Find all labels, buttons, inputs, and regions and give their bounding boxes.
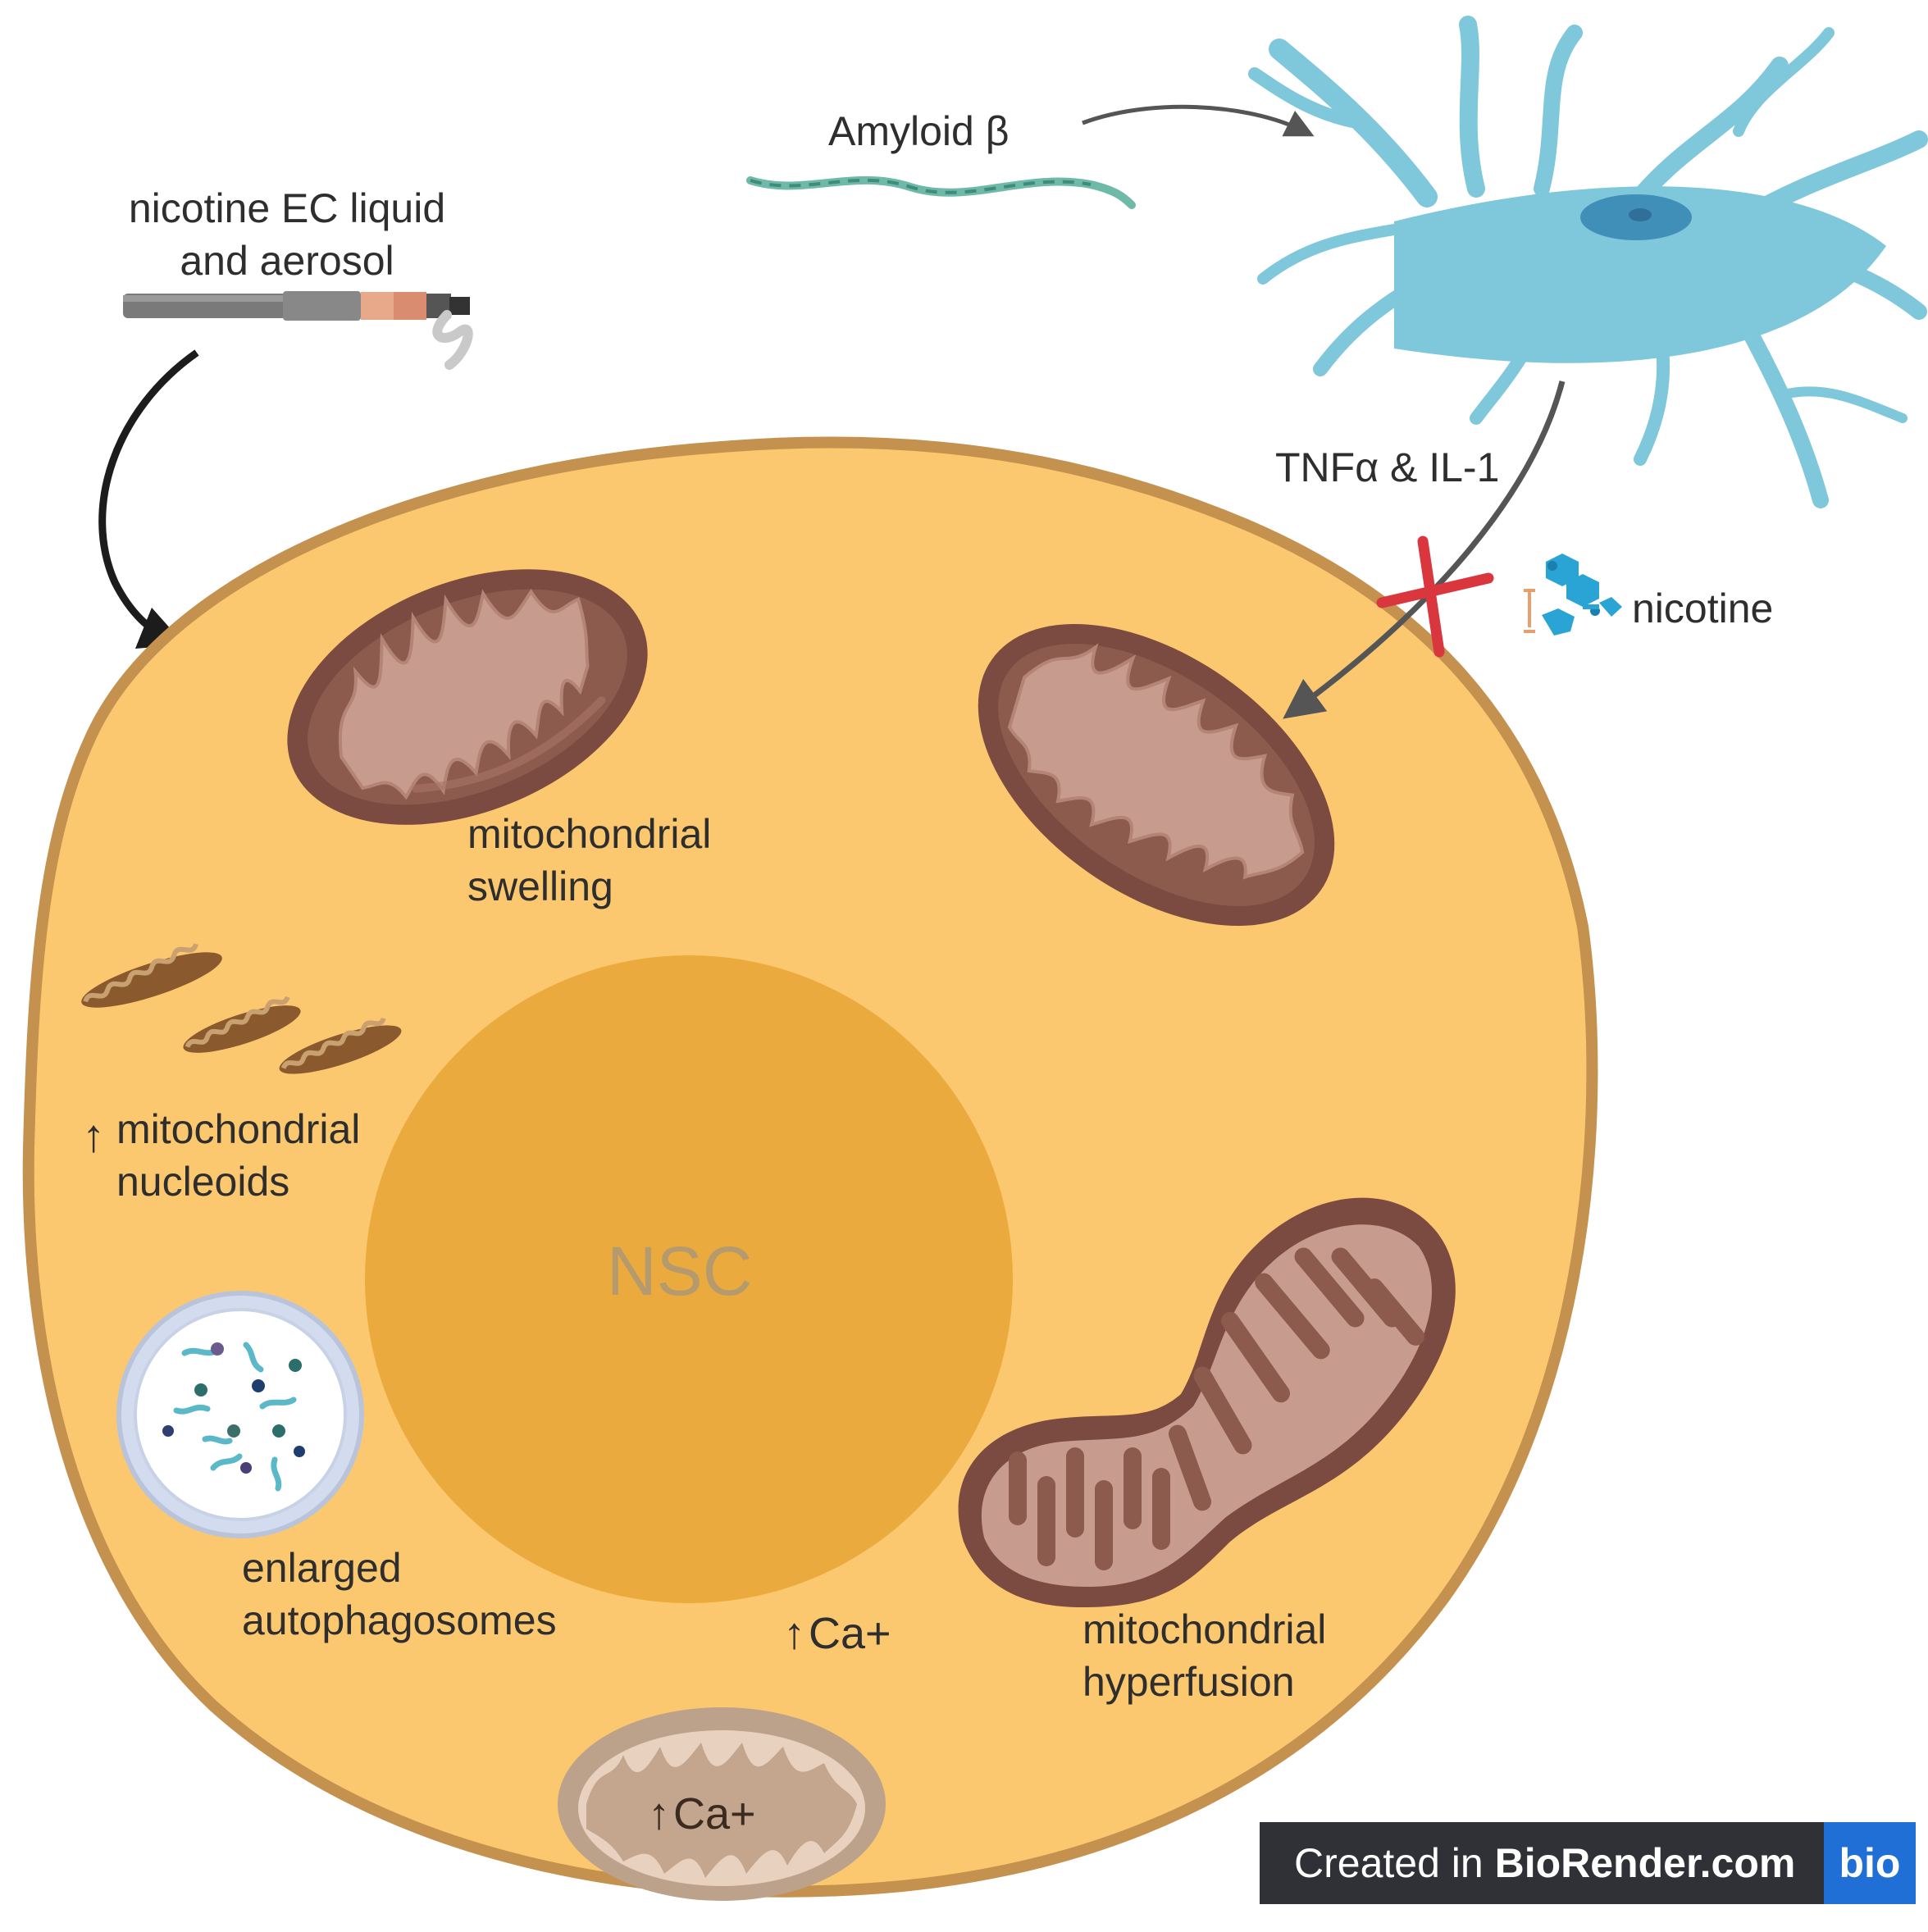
mito-calcium-label: ↑Ca+ [648, 1788, 756, 1840]
nucleoids-label-line1: mitochondrial [116, 1106, 361, 1152]
swelling-label-line2: swelling [467, 863, 613, 909]
up-arrow-icon: ↑ [783, 1609, 805, 1658]
nucleoids-label: ↑ mitochondrial nucleoids [82, 1103, 360, 1208]
nsc-nucleus [365, 955, 1013, 1603]
e-cigarette-icon [123, 291, 473, 370]
nucleoids-label-line2: nucleoids [116, 1159, 290, 1205]
amyloid-fiber-icon [746, 175, 1136, 209]
mitochondrion-hyperfusion [958, 1197, 1456, 1607]
amyloid-arrow [1082, 104, 1315, 137]
autophagosome-icon [116, 1291, 364, 1538]
tnf-arrow [1283, 380, 1566, 719]
hyperfusion-label: mitochondrial hyperfusion [1083, 1603, 1326, 1708]
swelling-label: mitochondrial swelling [467, 808, 711, 913]
tnf-label: TNFα & IL-1 [1275, 444, 1500, 490]
ec-arrow [98, 349, 199, 649]
hyperfusion-label-line2: hyperfusion [1083, 1659, 1295, 1705]
hyperfusion-label-line1: mitochondrial [1083, 1606, 1327, 1652]
ec-label-line2: and aerosol [180, 238, 394, 284]
nucleoid-icon [81, 942, 402, 1074]
nsc-label: NSC [607, 1233, 753, 1310]
up-arrow-icon: ↑ [648, 1789, 670, 1839]
autophagosome-label: enlarged autophagosomes [242, 1542, 557, 1647]
mitochondrion-right [978, 624, 1335, 926]
inhibition-x-icon [1376, 535, 1494, 658]
biorender-logo-icon: bio [1824, 1822, 1916, 1904]
up-arrow-icon: ↑ [82, 1110, 105, 1161]
amyloid-fiber-stripe [750, 178, 1092, 194]
ec-label: nicotine EC liquid and aerosol [107, 182, 467, 287]
biorender-badge[interactable]: Created in BioRender.com bio [1260, 1822, 1916, 1904]
mitochondrion-bottom [558, 1707, 886, 1901]
badge-prefix: Created in [1294, 1840, 1495, 1886]
calcium-label-text: Ca+ [809, 1609, 891, 1658]
autophagosome-label-line2: autophagosomes [242, 1597, 557, 1643]
neuron-icon [1248, 16, 1928, 508]
mitochondrion-swelling [287, 569, 648, 825]
ec-label-line1: nicotine EC liquid [128, 185, 446, 231]
swelling-label-line1: mitochondrial [467, 811, 712, 857]
badge-brand: BioRender.com [1494, 1840, 1796, 1886]
nicotine-molecule-icon [1524, 554, 1622, 636]
amyloid-label: Amyloid β [828, 108, 1010, 154]
nicotine-label: nicotine [1632, 586, 1774, 631]
mito-calcium-label-text: Ca+ [673, 1789, 756, 1839]
neuron-nucleolus [1629, 208, 1652, 221]
badge-text: Created in BioRender.com [1260, 1839, 1824, 1887]
calcium-label: ↑Ca+ [783, 1607, 891, 1660]
autophagosome-label-line1: enlarged [242, 1545, 402, 1591]
